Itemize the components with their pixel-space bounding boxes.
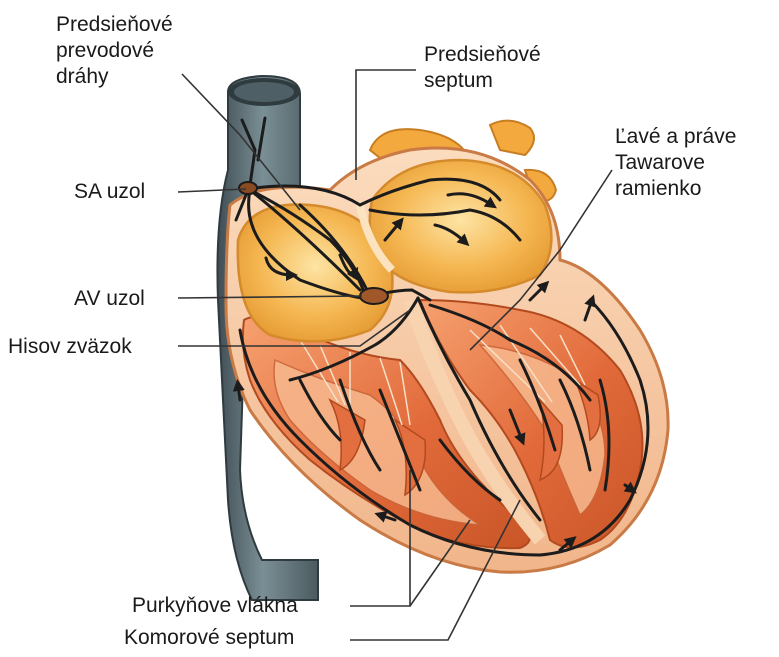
- label-line: Predsieňové: [56, 12, 173, 38]
- sa-node: [239, 182, 257, 194]
- label-ventricular-septum: Komorové septum: [124, 625, 294, 651]
- label-atrial-septum: Predsieňové septum: [424, 42, 541, 94]
- label-av-node: AV uzol: [74, 286, 145, 312]
- label-bundle-branches: Ľavé a práve Tawarove ramienko: [615, 124, 736, 202]
- label-line: septum: [424, 68, 541, 94]
- av-node: [360, 288, 388, 304]
- label-line: dráhy: [56, 64, 173, 90]
- label-line: ramienko: [615, 176, 736, 202]
- label-bundle-of-his: Hisov zväzok: [8, 334, 132, 360]
- label-line: prevodové: [56, 38, 173, 64]
- label-line: Predsieňové: [424, 42, 541, 68]
- label-line: Tawarove: [615, 150, 736, 176]
- label-sa-node: SA uzol: [74, 179, 145, 205]
- label-purkinje-fibers: Purkyňove vlákna: [132, 593, 298, 619]
- label-line: Ľavé a práve: [615, 124, 736, 150]
- label-atrial-pathways: Predsieňové prevodové dráhy: [56, 12, 173, 90]
